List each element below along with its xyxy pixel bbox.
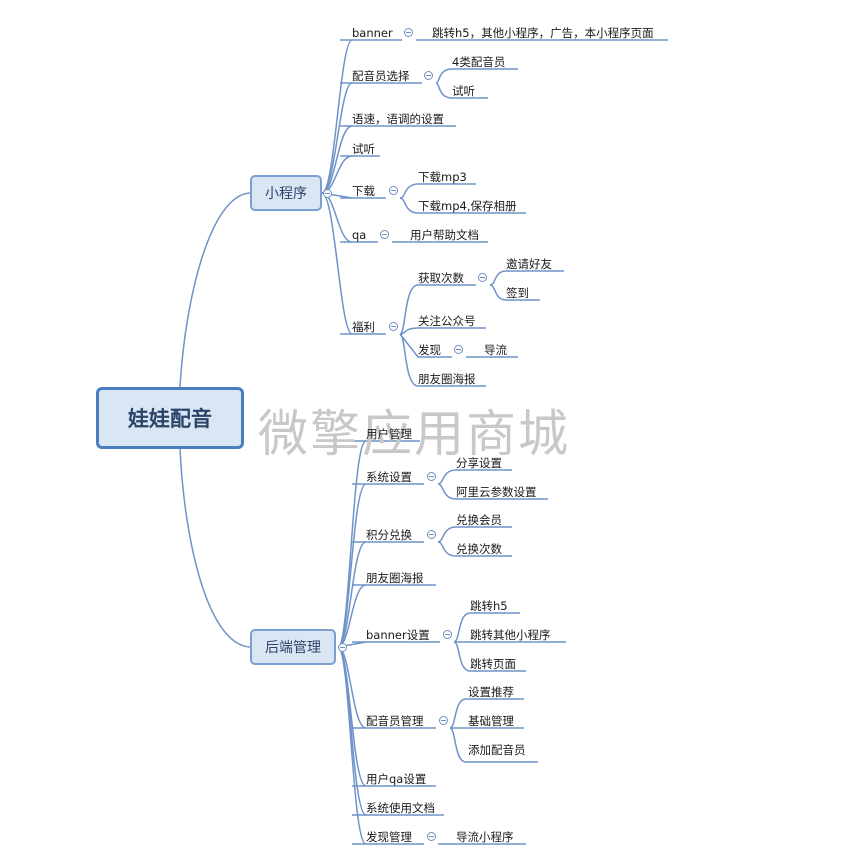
node-jump-h5[interactable]: 跳转h5	[470, 599, 508, 613]
node-user-qa[interactable]: 用户qa设置	[366, 772, 427, 786]
collapse-icon[interactable]	[427, 472, 436, 481]
node-download-mp3[interactable]: 下载mp3	[418, 170, 467, 184]
node-guide[interactable]: 导流	[484, 343, 507, 357]
collapse-icon[interactable]	[323, 189, 332, 198]
node-admin-poster[interactable]: 朋友圈海报	[366, 571, 424, 585]
collapse-icon[interactable]	[443, 630, 452, 639]
node-invite[interactable]: 邀请好友	[506, 257, 552, 271]
node-user-mgmt[interactable]: 用户管理	[366, 427, 412, 441]
node-speed-tone[interactable]: 语速，语调的设置	[352, 112, 444, 126]
node-jump-page[interactable]: 跳转页面	[470, 657, 516, 671]
node-banner[interactable]: banner	[352, 26, 393, 40]
node-qa[interactable]: qa	[352, 228, 367, 242]
node-recommend[interactable]: 设置推荐	[468, 685, 514, 699]
root-node[interactable]: 娃娃配音	[96, 387, 244, 449]
collapse-icon[interactable]	[404, 28, 413, 37]
collapse-icon[interactable]	[439, 716, 448, 725]
node-exchange-member[interactable]: 兑换会员	[456, 513, 502, 527]
node-discover-mgmt[interactable]: 发现管理	[366, 830, 412, 844]
node-share-settings[interactable]: 分享设置	[456, 456, 502, 470]
branch-mini-program[interactable]: 小程序	[250, 175, 322, 211]
node-get-times[interactable]: 获取次数	[418, 271, 464, 285]
node-guide-mini[interactable]: 导流小程序	[456, 830, 514, 844]
node-aliyun-settings[interactable]: 阿里云参数设置	[456, 485, 537, 499]
node-jump-mini[interactable]: 跳转其他小程序	[470, 628, 551, 642]
node-follow[interactable]: 关注公众号	[418, 314, 476, 328]
node-voice-types[interactable]: 4类配音员	[452, 55, 506, 69]
node-voice-mgmt[interactable]: 配音员管理	[366, 714, 424, 728]
node-add-voice[interactable]: 添加配音员	[468, 743, 526, 757]
node-checkin[interactable]: 签到	[506, 286, 529, 300]
node-download-mp4[interactable]: 下载mp4,保存相册	[418, 199, 517, 213]
collapse-icon[interactable]	[338, 643, 347, 652]
collapse-icon[interactable]	[380, 230, 389, 239]
watermark: 微擎应用商城	[258, 405, 570, 463]
node-listen[interactable]: 试听	[352, 142, 375, 156]
node-banner-desc[interactable]: 跳转h5，其他小程序，广告，本小程序页面	[432, 26, 654, 40]
collapse-icon[interactable]	[427, 530, 436, 539]
node-discover[interactable]: 发现	[418, 343, 441, 357]
node-basic-mgmt[interactable]: 基础管理	[468, 714, 514, 728]
branch-admin[interactable]: 后端管理	[250, 629, 336, 665]
node-qa-doc[interactable]: 用户帮助文档	[410, 228, 479, 242]
node-poster[interactable]: 朋友圈海报	[418, 372, 476, 386]
collapse-icon[interactable]	[427, 832, 436, 841]
node-banner-settings[interactable]: banner设置	[366, 628, 430, 642]
node-download[interactable]: 下载	[352, 184, 375, 198]
collapse-icon[interactable]	[454, 345, 463, 354]
node-points-exchange[interactable]: 积分兑换	[366, 528, 412, 542]
node-voice-select[interactable]: 配音员选择	[352, 69, 410, 83]
collapse-icon[interactable]	[389, 322, 398, 331]
node-voice-preview[interactable]: 试听	[452, 84, 475, 98]
collapse-icon[interactable]	[478, 273, 487, 282]
collapse-icon[interactable]	[424, 71, 433, 80]
node-exchange-times[interactable]: 兑换次数	[456, 542, 502, 556]
collapse-icon[interactable]	[389, 186, 398, 195]
node-welfare[interactable]: 福利	[352, 320, 375, 334]
node-sys-docs[interactable]: 系统使用文档	[366, 801, 435, 815]
node-sys-settings[interactable]: 系统设置	[366, 470, 412, 484]
